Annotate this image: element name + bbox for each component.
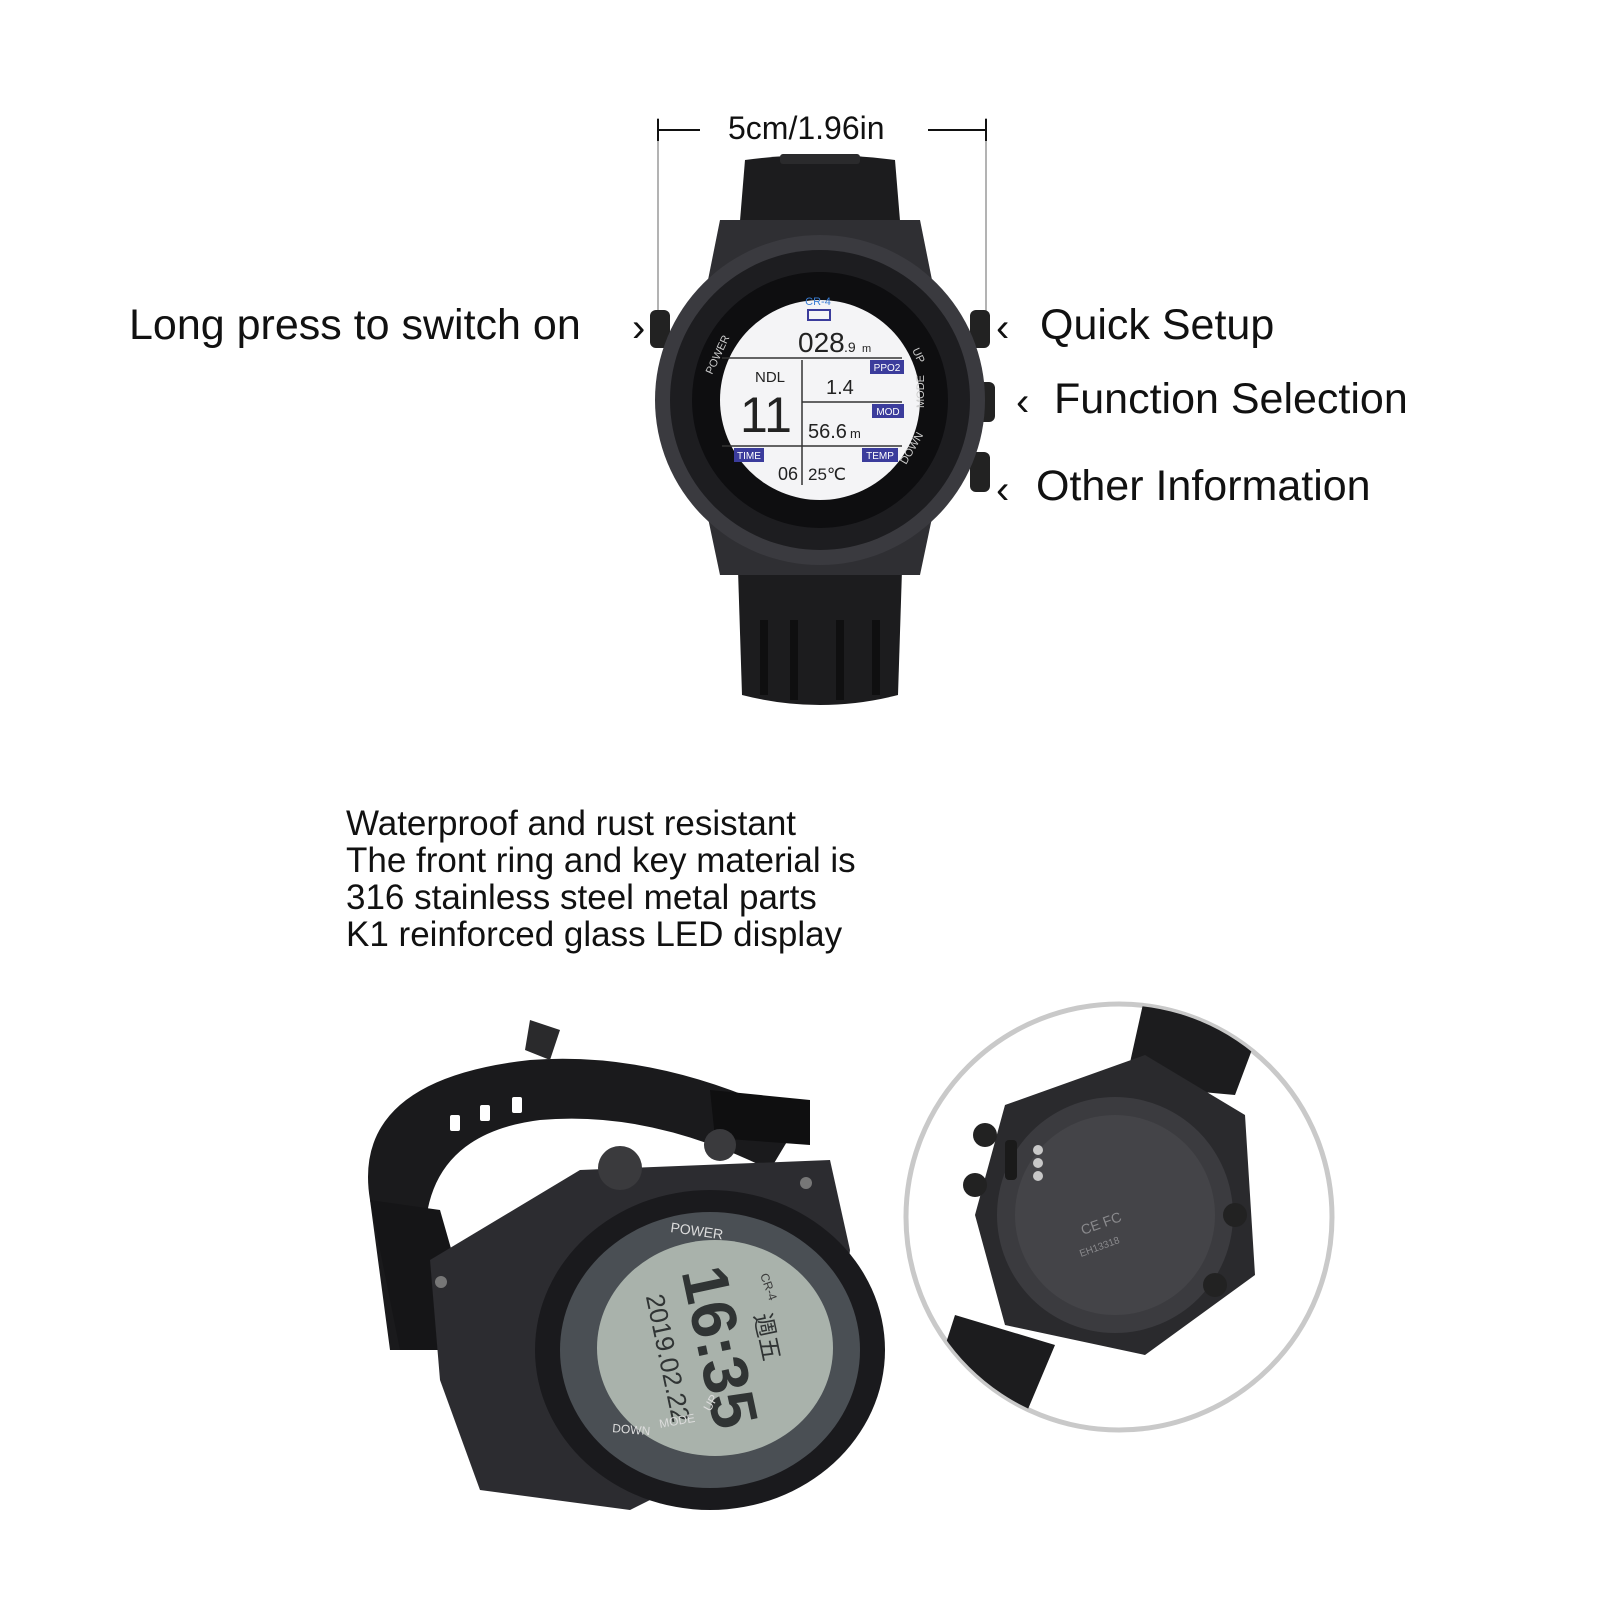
watch-strap-bottom — [738, 570, 902, 705]
lcd-screen — [597, 1240, 833, 1456]
dimension-label: 5cm/1.96in — [728, 110, 885, 146]
watch-strap-loop — [368, 1058, 800, 1350]
feature-line: K1 reinforced glass LED display — [346, 915, 843, 954]
bezel-label-down: DOWN — [612, 1421, 651, 1438]
feature-list: Waterproof and rust resistant The front … — [346, 805, 856, 953]
mod-unit: m — [850, 426, 861, 441]
watch-back-inset: CE FC EH13318 — [903, 1001, 1335, 1433]
callout-function-selection: Function Selection — [1054, 375, 1408, 423]
callout-other-information: Other Information — [1036, 462, 1371, 510]
temp-value: 25℃ — [808, 465, 846, 484]
chevron-left-icon: ‹ — [996, 306, 1010, 350]
feature-line: Waterproof and rust resistant — [346, 804, 797, 843]
ppo2-value: 1.4 — [826, 377, 854, 399]
chevron-left-icon: ‹ — [996, 468, 1010, 512]
depth-unit: m — [862, 343, 871, 355]
feature-line: The front ring and key material is — [346, 841, 856, 880]
bezel-label-mode: MODE — [658, 1411, 696, 1431]
ppo2-label: PPO2 — [874, 363, 901, 374]
watch-front: CR-4 028 .9 m NDL 11 PPO2 1.4 MOD 56.6 m… — [650, 154, 995, 705]
bezel-label-power: POWER — [670, 1219, 725, 1242]
watch-model: CR-4 — [805, 296, 831, 308]
mod-value: 56.6 — [808, 421, 847, 443]
chevron-right-icon: › — [632, 306, 646, 350]
time-value: 06 — [778, 464, 798, 484]
watch-angled: 16:35 2019.02.22 週五 CR-4 POWER UP MODE D… — [368, 1020, 885, 1510]
mod-label: MOD — [876, 407, 899, 418]
depth-value: 028 — [798, 327, 845, 358]
callout-power: Long press to switch on — [129, 301, 581, 349]
bezel-label-up: UP — [909, 346, 926, 365]
chevron-left-icon: ‹ — [1016, 380, 1030, 424]
feature-line: 316 stainless steel metal parts — [346, 878, 817, 917]
callout-quick-setup: Quick Setup — [1040, 301, 1275, 349]
temp-label: TEMP — [866, 451, 894, 462]
bezel-label-mode: MODE — [915, 375, 927, 408]
ndl-label: NDL — [755, 369, 785, 386]
depth-decimal: .9 — [844, 339, 856, 355]
dimension-lines — [657, 118, 987, 335]
time-label: TIME — [737, 451, 761, 462]
ndl-value: 11 — [740, 387, 792, 443]
